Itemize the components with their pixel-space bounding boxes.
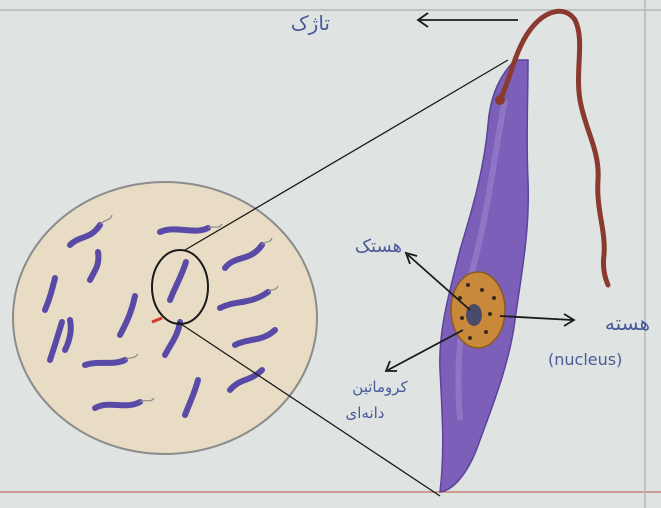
parasite [85,360,125,365]
nucleolus-label: هستک [355,236,402,257]
chromatin-dot [466,283,470,287]
parasite [160,228,208,232]
nucleolus [466,304,482,326]
flagellum-label: تاژک [291,11,330,35]
parasite [95,402,140,408]
nucleus-label-en: (nucleus) [548,350,622,369]
chromatin-dot [460,316,464,320]
zoom-line-top [185,60,508,250]
chromatin-dot [468,336,472,340]
chromatin-dot [492,296,496,300]
nucleus-label-fa: هسته [605,311,650,335]
chromatin-label-line2: دانه‌ای [346,404,385,422]
chromatin-dot [484,330,488,334]
chromatin-label-line1: کروماتین [352,378,408,396]
chromatin-dot [480,288,484,292]
chromatin-dot [488,312,492,316]
